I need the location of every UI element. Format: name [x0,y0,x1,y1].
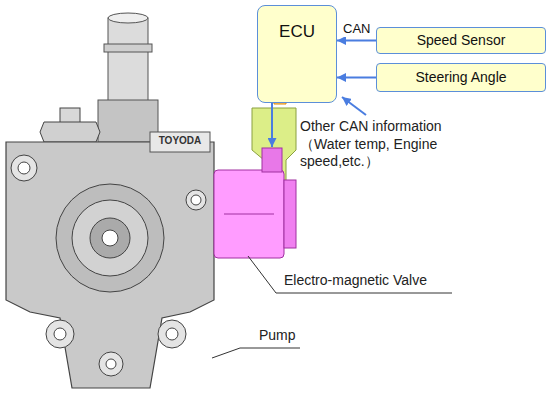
part-label: Electro-magnetic Valve [284,272,427,290]
pipe-end [108,13,148,23]
mount-boss [11,155,37,181]
pulley-boss [56,184,164,292]
name-plate [150,132,210,152]
note-label: Other CAN information（Water temp, Engine… [300,118,458,171]
mount-hole [106,359,116,369]
pump-body [6,142,214,388]
sensor-box: Speed Sensor [376,27,546,54]
mount-hole [54,328,66,340]
valve-seam [224,214,274,215]
mount-boss [186,190,206,210]
leader-line [248,256,452,293]
mount-hole [18,162,30,174]
pulley-ring [72,200,148,276]
box-text: Steering Angle [415,69,506,86]
brand-mark: TOYODA [150,135,210,148]
box-text: ECU [279,22,315,42]
hex-nut [40,122,100,142]
valve-cap [284,180,296,248]
shaft-hole [102,230,118,246]
signal-arrow [342,97,366,115]
mount-boss [158,320,186,348]
mount-boss [99,352,123,376]
part-label: Pump [259,327,296,345]
valve-connector [262,148,282,172]
pipe-housing [98,100,158,142]
mount-hole [166,328,178,340]
mount-boss [46,320,74,348]
signal-arrow [271,103,273,147]
ecu-box: ECU [257,5,337,103]
signal-arrow [337,77,376,79]
pipe-ring [104,44,152,52]
sensor-box: Steering Angle [376,63,546,92]
bus-label: CAN [342,21,371,37]
signal-arrow [337,40,376,42]
box-text: Speed Sensor [417,32,506,49]
leader-line [212,348,300,358]
valve-body [214,170,284,258]
shaft [90,218,130,258]
mount-hole [191,195,201,205]
